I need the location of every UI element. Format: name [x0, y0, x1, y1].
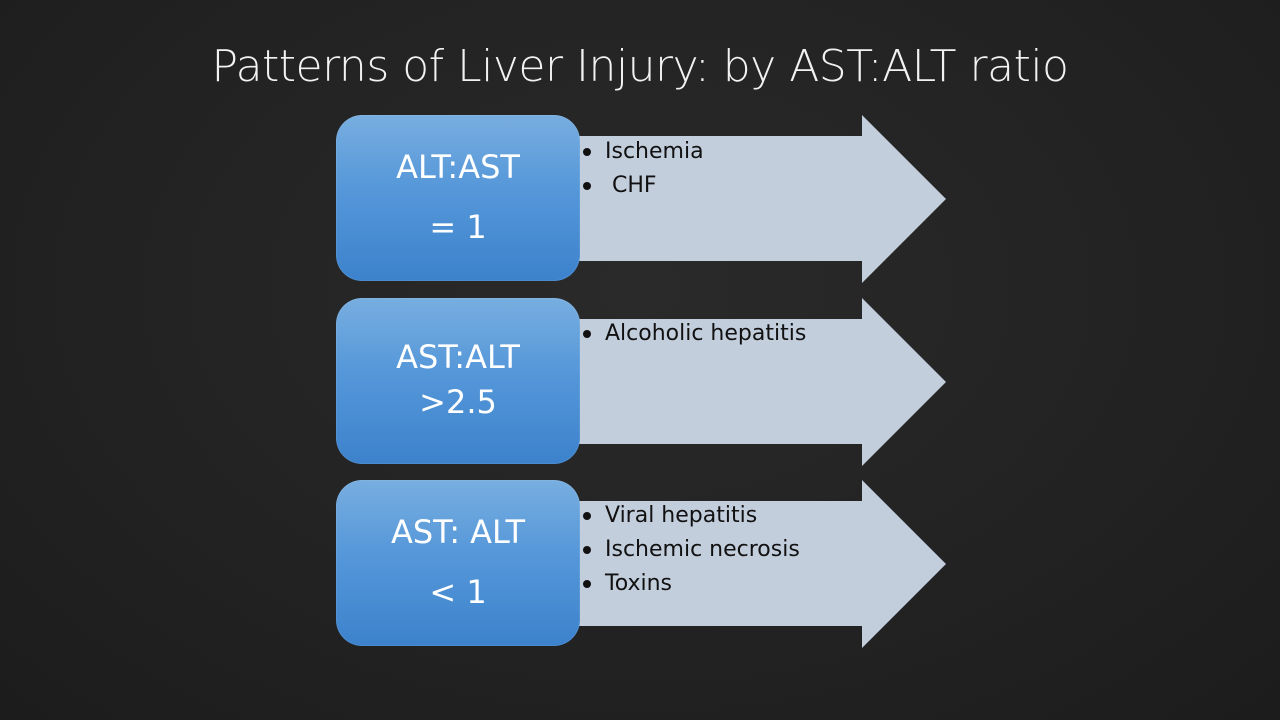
ratio-label: AST:ALT [396, 338, 520, 376]
ratio-value: < 1 [429, 573, 487, 611]
cause-text: Alcoholic hepatitis [605, 321, 807, 346]
bullet-icon [583, 512, 591, 520]
cause-text: Ischemia [605, 139, 704, 164]
ratio-label: AST: ALT [390, 513, 526, 551]
cause-item: Ischemic necrosis [582, 533, 800, 567]
bullet-icon [583, 148, 591, 156]
slide-title: Patterns of Liver Injury: by AST:ALT rat… [211, 41, 1069, 92]
bullet-icon [583, 546, 591, 554]
cause-item: Alcoholic hepatitis [582, 317, 806, 351]
cause-text: Toxins [605, 571, 673, 596]
cause-list: Viral hepatitis Ischemic necrosis Toxins [582, 499, 800, 601]
bullet-icon [583, 580, 591, 588]
ratio-box: ALT:AST = 1 [336, 115, 580, 281]
cause-text: Viral hepatitis [605, 503, 758, 528]
ratio-label: ALT:AST [396, 148, 520, 186]
cause-list: Ischemia CHF [582, 135, 704, 203]
pattern-row-ischemic: ALT:AST = 1 Ischemia CHF [0, 115, 1280, 283]
arrow-shape [560, 298, 946, 466]
ratio-box: AST: ALT < 1 [336, 480, 580, 646]
cause-item: Viral hepatitis [582, 499, 800, 533]
ratio-value: >2.5 [419, 383, 497, 421]
cause-text: Ischemic necrosis [605, 537, 800, 562]
arrow-shape [560, 115, 946, 283]
ratio-value: = 1 [429, 208, 487, 246]
cause-item: CHF [582, 169, 704, 203]
pattern-row-viral: AST: ALT < 1 Viral hepatitis Ischemic ne… [0, 480, 1280, 648]
cause-list: Alcoholic hepatitis [582, 317, 806, 351]
arrow-shape [560, 480, 946, 648]
cause-item: Ischemia [582, 135, 704, 169]
pattern-row-alcoholic: AST:ALT >2.5 Alcoholic hepatitis [0, 298, 1280, 466]
bullet-icon [583, 330, 591, 338]
cause-text: CHF [605, 173, 657, 198]
ratio-box: AST:ALT >2.5 [336, 298, 580, 464]
bullet-icon [583, 182, 591, 190]
cause-item: Toxins [582, 567, 800, 601]
